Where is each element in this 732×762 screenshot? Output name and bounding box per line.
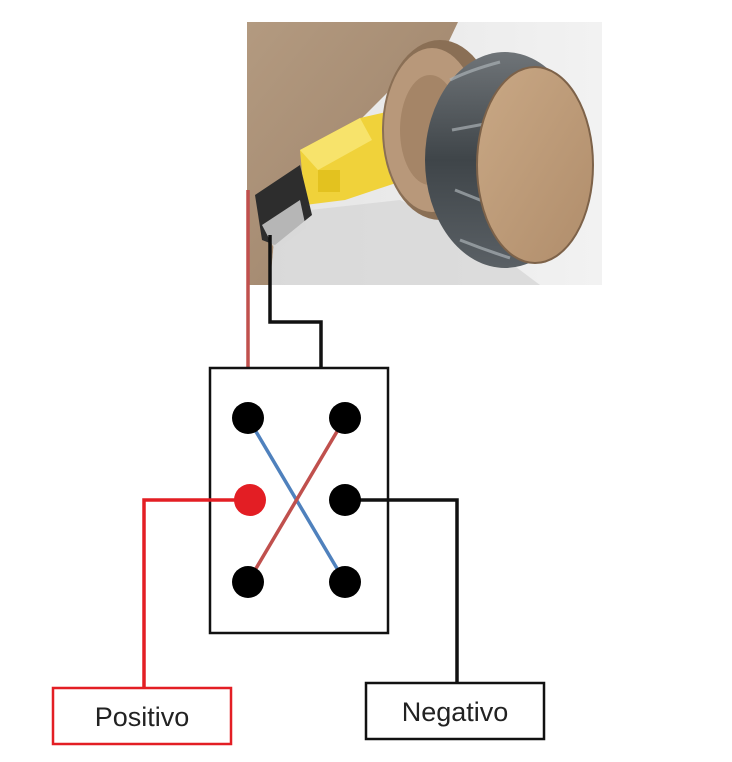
positive-label: Positivo — [95, 702, 190, 732]
negative-label-box: Negativo — [364, 681, 546, 741]
negative-label: Negativo — [402, 697, 509, 727]
terminal-middle-left-positive — [234, 484, 266, 516]
terminal-top-right — [329, 402, 361, 434]
motor-wire-black — [268, 235, 323, 368]
terminal-top-left — [232, 402, 264, 434]
terminal-bottom-right — [329, 566, 361, 598]
terminal-bottom-left — [232, 566, 264, 598]
terminal-middle-right — [329, 484, 361, 516]
gearbox — [300, 110, 405, 205]
motor-photo — [247, 22, 602, 285]
positive-label-box: Positivo — [51, 686, 233, 746]
wheel — [425, 52, 594, 268]
positive-wire — [142, 498, 250, 688]
negative-wire — [345, 498, 459, 683]
cross-wire-red — [246, 417, 347, 583]
motor-body — [255, 165, 312, 250]
